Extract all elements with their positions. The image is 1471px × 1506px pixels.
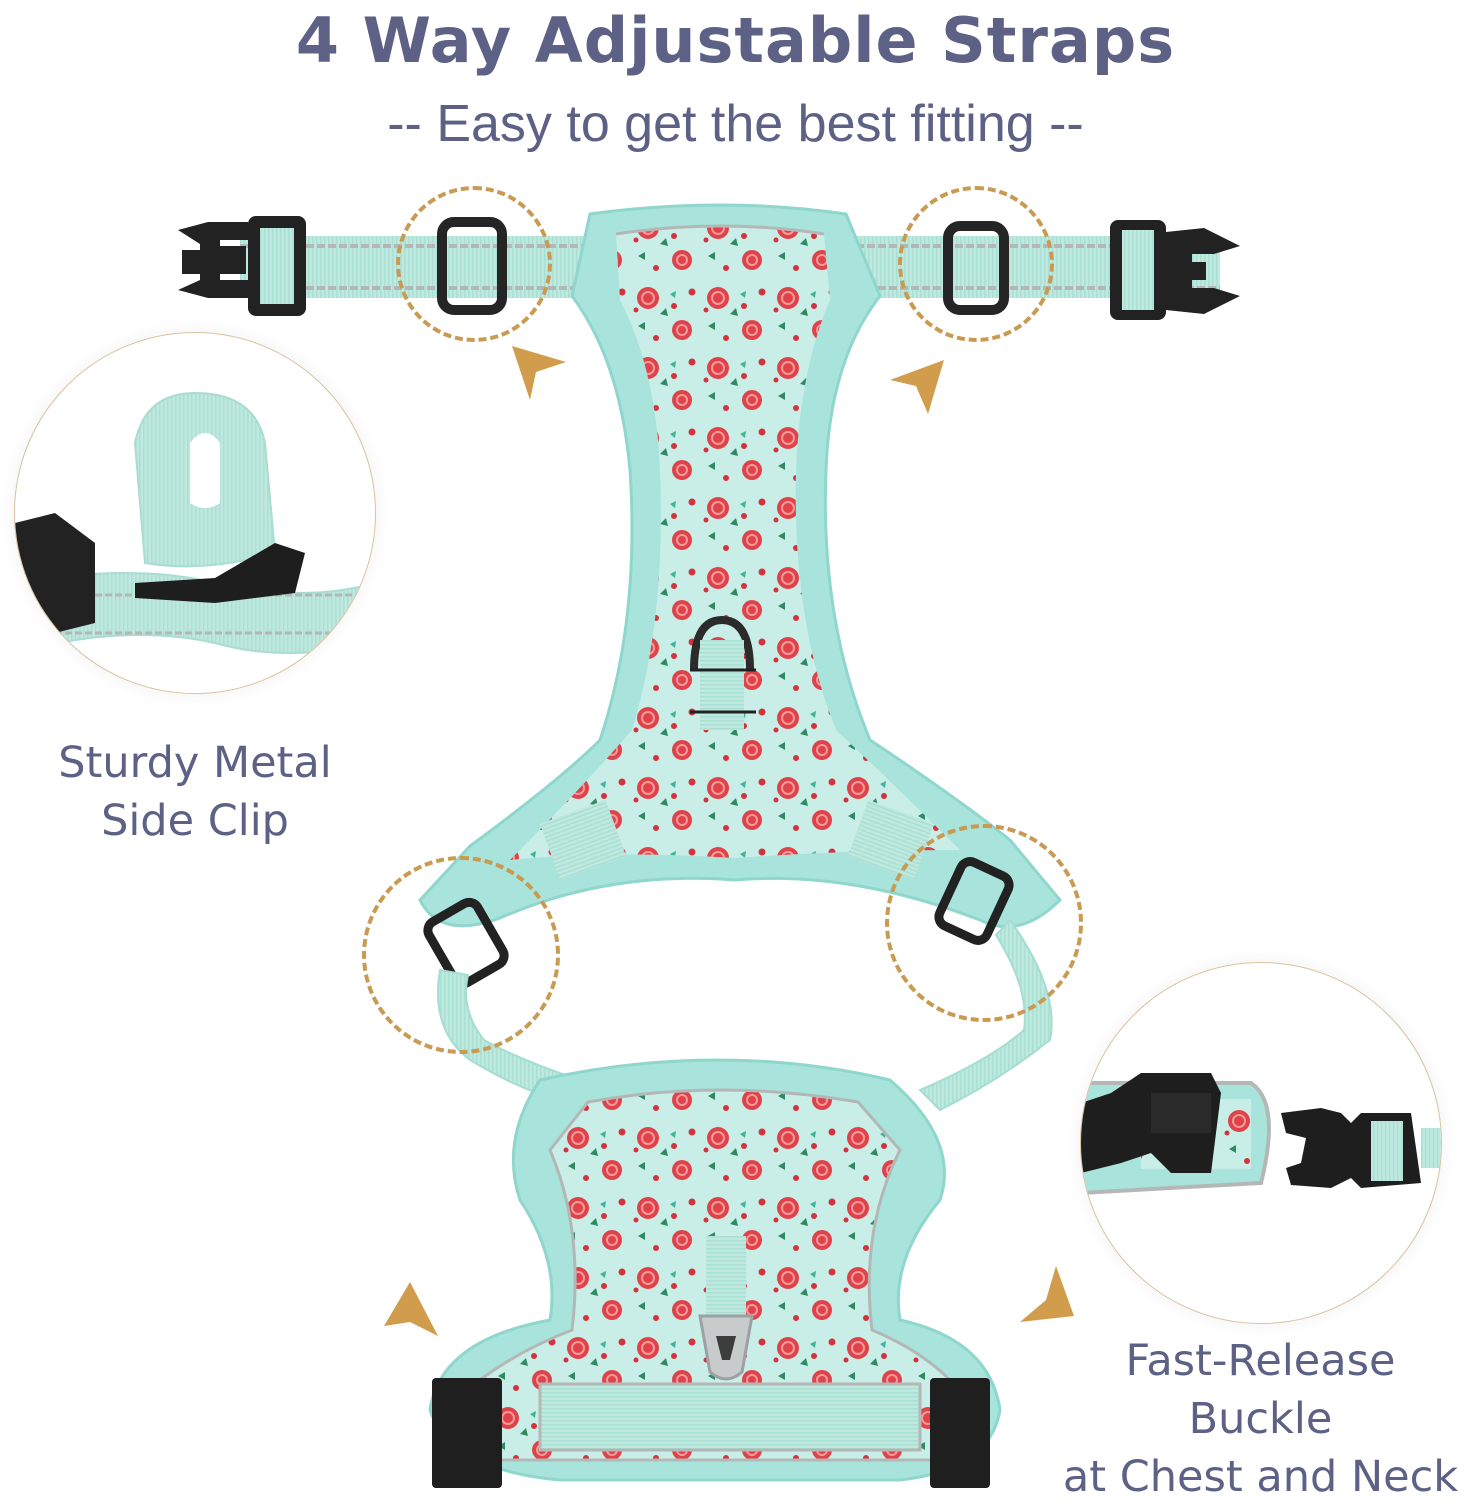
highlight-ring-top-left xyxy=(396,186,552,342)
chest-panel xyxy=(428,1058,1002,1488)
side-clip-caption: Sturdy Metal Side Clip xyxy=(40,734,350,850)
buckle-caption-line1: Fast-Release Buckle xyxy=(1125,1336,1396,1444)
side-clip-caption-line2: Side Clip xyxy=(101,796,289,846)
highlight-ring-middle-left xyxy=(362,856,560,1054)
top-left-buckle xyxy=(178,216,306,316)
highlight-ring-middle-right xyxy=(885,824,1083,1022)
side-clip-caption-line1: Sturdy Metal xyxy=(58,738,332,788)
triangle-pointer-icon xyxy=(890,360,944,414)
buckle-photo xyxy=(1081,1073,1441,1196)
buckle-caption-line2: at Chest and Neck xyxy=(1062,1452,1459,1502)
buckle-closeup xyxy=(1080,962,1442,1324)
top-right-buckle xyxy=(1110,220,1240,320)
highlight-ring-top-right xyxy=(898,186,1054,342)
page-subtitle: -- Easy to get the best fitting -- xyxy=(387,95,1084,153)
side-clip-photo xyxy=(15,391,375,655)
d-ring xyxy=(690,615,756,730)
buckle-caption: Fast-Release Buckle at Chest and Neck xyxy=(1050,1332,1471,1506)
triangle-pointer-icon xyxy=(384,1282,438,1336)
triangle-pointer-icon xyxy=(1020,1266,1074,1322)
page-title: 4 Way Adjustable Straps xyxy=(295,4,1176,77)
side-clip-closeup xyxy=(14,332,376,694)
triangle-pointer-icon xyxy=(512,346,566,400)
